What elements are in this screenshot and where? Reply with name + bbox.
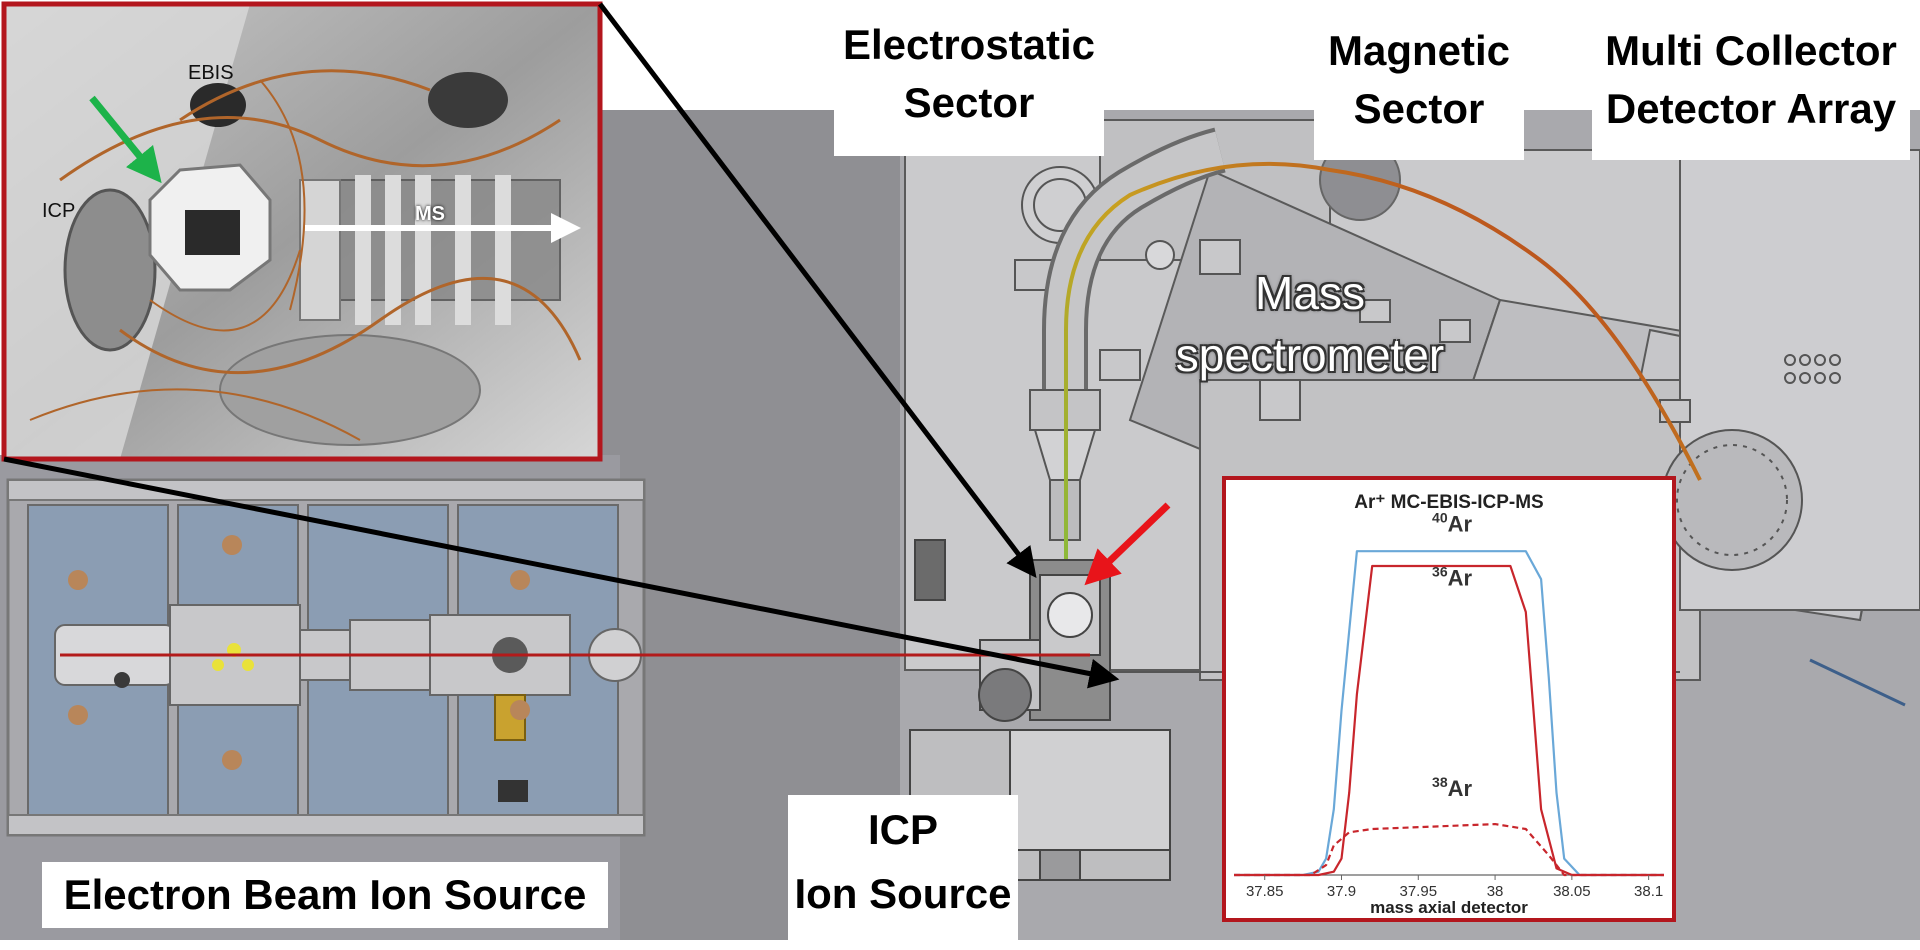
label-ebis: Electron Beam Ion Source bbox=[42, 862, 608, 928]
ms-details bbox=[1014, 139, 1841, 571]
label-icp-ion-source: ICP Ion Source bbox=[788, 795, 1018, 941]
inset-label-ebis: EBIS bbox=[188, 62, 234, 84]
series-label-element-0: Ar bbox=[1448, 512, 1473, 537]
label-electrostatic-line2: Sector bbox=[903, 79, 1035, 127]
series-line-1 bbox=[1234, 564, 1664, 877]
x-tick-label-5: 38.1 bbox=[1634, 883, 1663, 900]
label-mass-spectrometer: Mass spectrometer bbox=[1145, 262, 1475, 386]
series-label-element-2: Ar bbox=[1448, 776, 1473, 801]
detector-line bbox=[1809, 658, 1906, 707]
ebis-port bbox=[190, 83, 246, 127]
zoom-arrow-top bbox=[598, 2, 1037, 578]
series-label-0: 40Ar bbox=[1432, 510, 1472, 537]
series-label-mass-0: 40 bbox=[1432, 510, 1448, 526]
inset-label-icp: ICP bbox=[42, 200, 76, 222]
label-electrostatic-sector: Electrostatic Sector bbox=[834, 14, 1104, 156]
label-ms-line2: spectrometer bbox=[1175, 329, 1445, 382]
label-multicollector-line2: Detector Array bbox=[1605, 85, 1897, 133]
label-icp-line1: ICP bbox=[867, 806, 938, 853]
label-multicollector-line1: Multi Collector bbox=[1605, 27, 1897, 74]
series-label-mass-1: 36 bbox=[1432, 564, 1448, 580]
series-label-2: 38Ar bbox=[1432, 774, 1472, 801]
green-arrow bbox=[89, 95, 162, 184]
x-tick-label-0: 37.85 bbox=[1246, 883, 1284, 900]
zoom-arrow-bottom bbox=[3, 456, 1120, 689]
inset-photo bbox=[1, 1, 603, 462]
label-electrostatic-line1: Electrostatic bbox=[842, 21, 1096, 68]
series-label-element-1: Ar bbox=[1448, 566, 1473, 591]
x-tick-label-1: 37.9 bbox=[1327, 883, 1356, 900]
label-magnetic-line1: Magnetic bbox=[1327, 27, 1511, 74]
red-arrow bbox=[1084, 502, 1171, 586]
icp-flange bbox=[63, 188, 157, 352]
label-magnetic-sector: Magnetic Sector bbox=[1314, 20, 1524, 160]
x-tick-label-2: 37.95 bbox=[1400, 883, 1438, 900]
label-magnetic-line2: Sector bbox=[1353, 85, 1485, 133]
top-port bbox=[428, 72, 508, 128]
chart-title: Ar⁺ MC-EBIS-ICP-MS bbox=[1354, 492, 1543, 513]
label-multi-collector: Multi Collector Detector Array bbox=[1592, 20, 1910, 160]
x-tick-label-3: 38 bbox=[1487, 883, 1504, 900]
label-ms-line1: Mass bbox=[1255, 267, 1365, 319]
series-label-1: 36Ar bbox=[1432, 564, 1472, 591]
x-tick-label-4: 38.05 bbox=[1553, 883, 1591, 900]
series-line-0 bbox=[1234, 550, 1664, 877]
ebis-panel bbox=[6, 478, 646, 837]
inset-label-ms: MS bbox=[415, 203, 445, 225]
series-line-2 bbox=[1234, 823, 1664, 877]
ion-beam-ms bbox=[1064, 161, 1702, 650]
label-icp-line2: Ion Source bbox=[794, 870, 1012, 918]
x-axis-label: mass axial detector bbox=[1370, 898, 1528, 917]
series-label-mass-2: 38 bbox=[1432, 774, 1448, 790]
